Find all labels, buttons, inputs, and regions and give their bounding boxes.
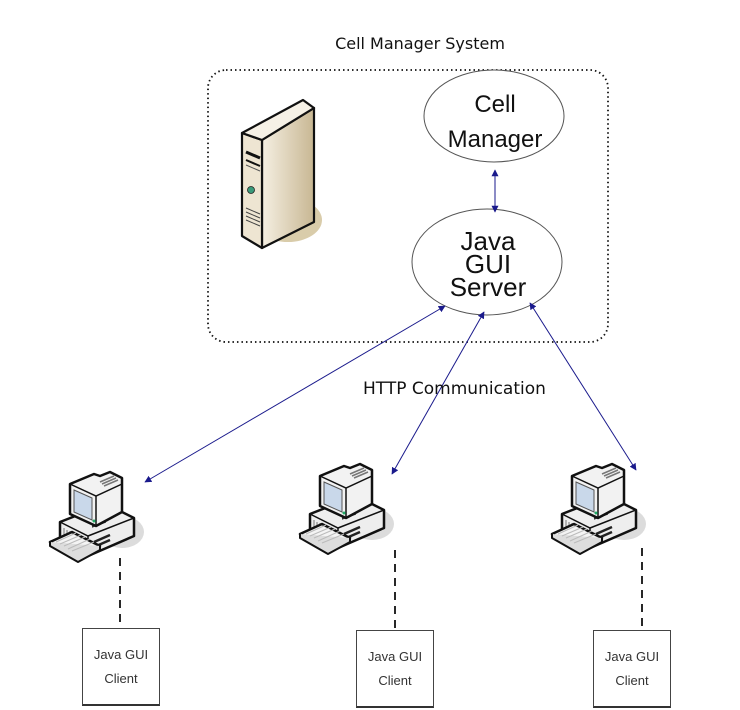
cell-manager-label-line2: Manager xyxy=(425,128,565,163)
client-label-line1: Java GUI xyxy=(357,645,433,669)
desktop-computer-icon xyxy=(552,464,646,554)
diagram-title: Cell Manager System xyxy=(0,34,740,53)
cell-manager-label: Cell Manager xyxy=(425,93,565,163)
client-label-line2: Client xyxy=(594,669,670,693)
java-gui-server-label: Java GUI Server xyxy=(415,228,561,297)
client-label-line1: Java GUI xyxy=(83,643,159,667)
http-communication-label: HTTP Communication xyxy=(363,379,546,399)
java-gui-client-box-1: Java GUI Client xyxy=(82,628,160,706)
client-label-line2: Client xyxy=(83,667,159,691)
java-gui-client-box-3: Java GUI Client xyxy=(593,630,671,708)
java-gui-server-label-line3: Server xyxy=(415,274,561,297)
cell-manager-label-line1: Cell xyxy=(425,93,565,128)
java-gui-server-label-line1: Java xyxy=(415,228,561,251)
client-label-line2: Client xyxy=(357,669,433,693)
java-gui-client-box-2: Java GUI Client xyxy=(356,630,434,708)
java-gui-server-label-line2: GUI xyxy=(415,251,561,274)
server-tower-icon xyxy=(242,100,322,248)
desktop-computer-icon xyxy=(300,464,394,554)
client-label-line1: Java GUI xyxy=(594,645,670,669)
desktop-computer-icon xyxy=(50,472,144,562)
